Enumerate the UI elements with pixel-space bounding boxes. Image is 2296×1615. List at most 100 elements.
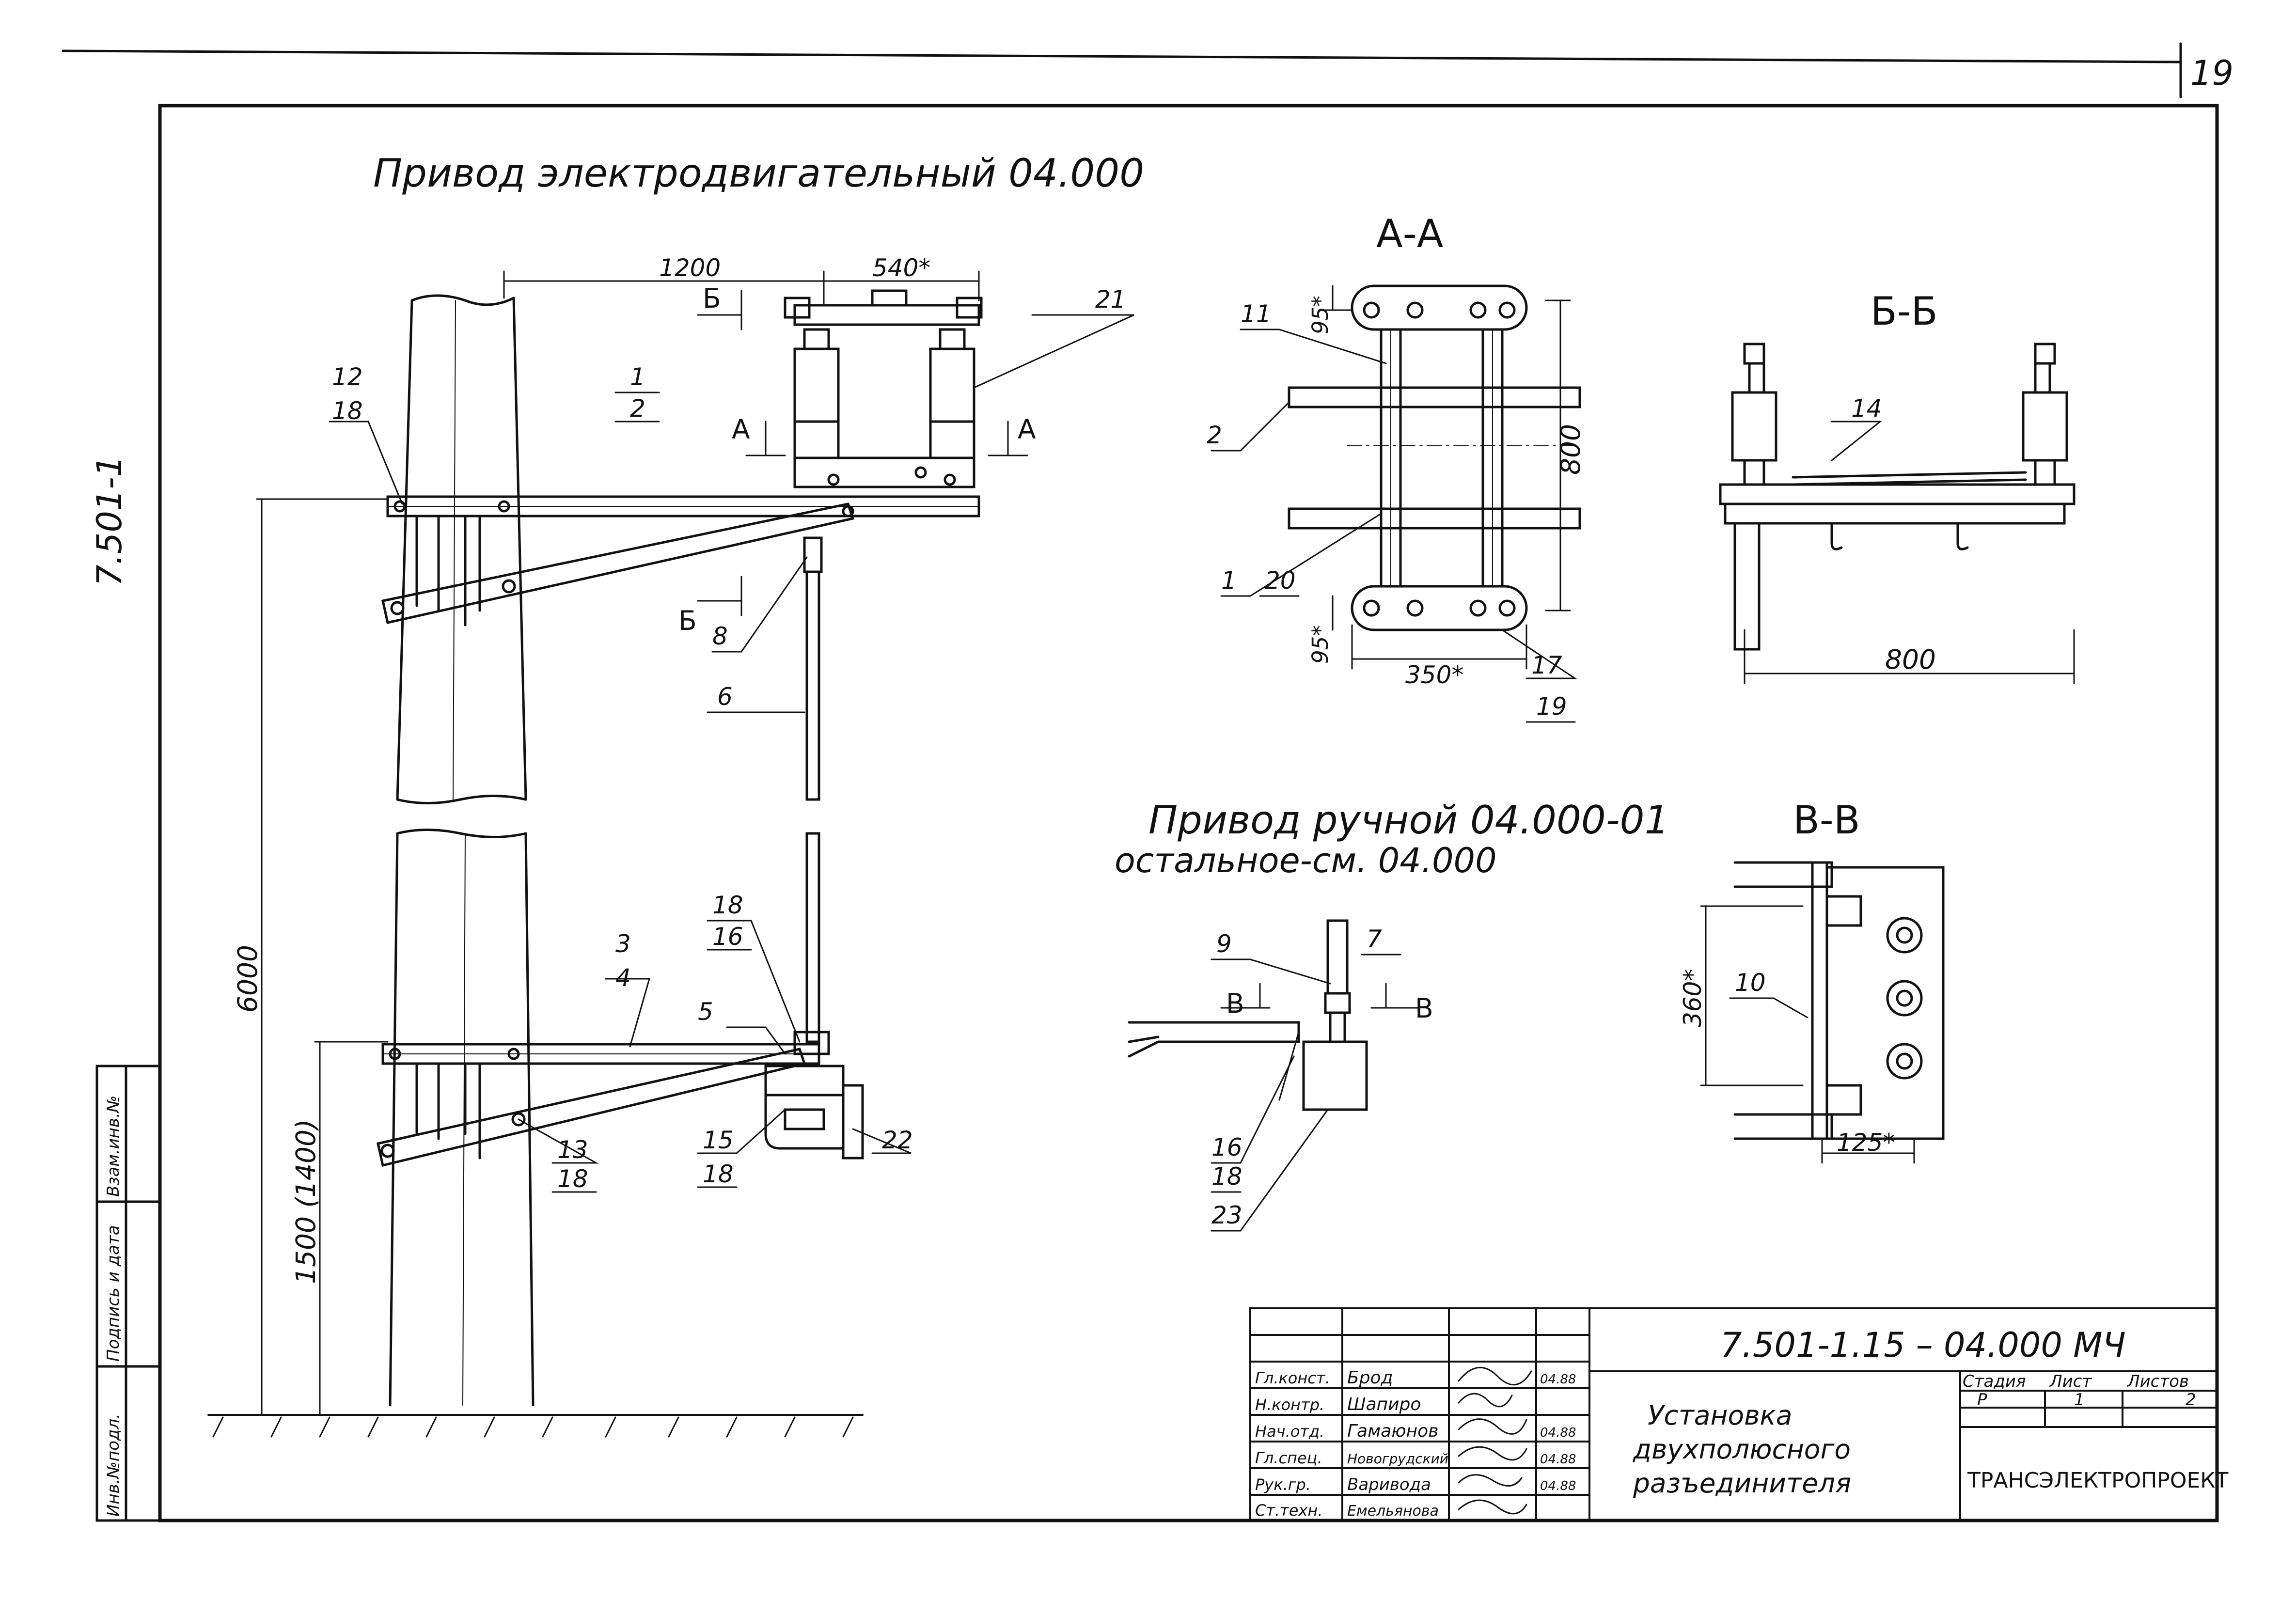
callout-22: 22 — [882, 1126, 913, 1154]
callout-21: 21 — [1095, 285, 1126, 314]
callout-manual-16: 16 — [1211, 1133, 1242, 1161]
title-block — [1249, 1307, 2218, 1521]
callout-manual-9: 9 — [1216, 930, 1232, 958]
row-name: Шапиро — [1347, 1395, 1421, 1414]
section-aa-leaders — [1211, 329, 1577, 723]
callout-manual-7: 7 — [1367, 925, 1382, 953]
motor-drive — [764, 1031, 864, 1160]
callout-aa-1: 1 — [1221, 566, 1237, 595]
signatures — [1458, 1366, 1532, 1515]
stamp-signature-date: Подпись и дата — [104, 1225, 123, 1362]
row-name: Новогрудский — [1347, 1451, 1448, 1467]
callout-18-a: 18 — [332, 397, 363, 425]
section-mark-a-right: А — [1018, 414, 1036, 445]
callout-6: 6 — [717, 683, 733, 711]
sheet-top-edge — [62, 49, 2182, 63]
drive-shaft — [803, 536, 823, 1043]
section-vv-drawing — [1700, 861, 1945, 1164]
manual-drive-title-line2: остальное-см. 04.000 — [1115, 841, 1497, 880]
title-block-sheets-value: 2 — [2186, 1390, 2196, 1410]
section-mark-a-left: А — [732, 414, 750, 445]
manual-drive-leaders — [1211, 954, 1401, 1232]
row-name: Гамаюнов — [1347, 1421, 1438, 1441]
section-vv-title: В-В — [1793, 798, 1860, 843]
row-date: 04.88 — [1540, 1479, 1576, 1493]
dim-540: 540* — [872, 254, 930, 282]
callout-12: 12 — [332, 363, 363, 391]
callout-2: 2 — [630, 394, 645, 423]
title-block-stage-value: Р — [1977, 1390, 1987, 1410]
dim-6000: 6000 — [232, 945, 263, 1013]
dim-360: 360* — [1679, 969, 1707, 1027]
dim-350: 350* — [1405, 661, 1463, 689]
section-aa-drawing — [1288, 284, 1581, 670]
row-name: Брод — [1347, 1368, 1393, 1388]
title-block-sheets-header: Листов — [2126, 1372, 2189, 1391]
side-stamp — [95, 1065, 161, 1522]
callout-8: 8 — [712, 622, 728, 650]
margin-code: 7.501-1 — [90, 455, 129, 586]
main-dimension-lines — [256, 270, 1028, 1416]
section-aa-title: А-А — [1376, 211, 1444, 256]
callout-aa-20: 20 — [1265, 566, 1296, 595]
callout-aa-2: 2 — [1207, 421, 1222, 449]
callout-aa-11: 11 — [1241, 300, 1272, 328]
section-bb-title: Б-Б — [1871, 289, 1938, 334]
callout-aa-19: 19 — [1536, 692, 1567, 721]
dim-1200: 1200 — [659, 254, 721, 282]
row-date: 04.88 — [1540, 1372, 1576, 1387]
callout-vv-10: 10 — [1735, 969, 1766, 997]
section-mark-v-right: В — [1415, 993, 1433, 1024]
disconnector-main — [784, 289, 983, 488]
row-role: Гл.спец. — [1255, 1449, 1322, 1467]
callout-18-d: 18 — [703, 1160, 734, 1188]
title-block-code: 7.501-1.15 – 04.000 МЧ — [1720, 1325, 2126, 1365]
ground-hatch — [212, 1416, 854, 1438]
row-role: Ст.техн. — [1255, 1501, 1323, 1520]
stamp-vzam-inv: Взам.инв.№ — [104, 1096, 123, 1197]
row-date: 04.88 — [1540, 1452, 1576, 1467]
callout-manual-18: 18 — [1211, 1162, 1242, 1191]
title-block-stage-header: Стадия — [1963, 1372, 2026, 1391]
callout-aa-17: 17 — [1531, 651, 1562, 679]
callout-3: 3 — [615, 930, 631, 958]
title-block-rows: Гл.конст. Брод 04.88 Н.контр. Шапиро Нач… — [1255, 1368, 1576, 1520]
dim-1500: 1500 (1400) — [290, 1119, 321, 1284]
motor-drive-title: Привод электродвигательный 04.000 — [373, 151, 1144, 196]
callout-18-c: 18 — [557, 1165, 588, 1193]
dim-800-bb: 800 — [1885, 644, 1936, 675]
row-role: Гл.конст. — [1255, 1369, 1330, 1387]
title-block-name-2: двухполюсного — [1633, 1434, 1851, 1465]
callout-manual-23: 23 — [1211, 1201, 1242, 1229]
main-leaders — [329, 314, 1134, 1193]
lower-traverse — [377, 1043, 820, 1167]
callout-16: 16 — [712, 923, 743, 951]
row-role: Рук.гр. — [1255, 1475, 1311, 1494]
dim-95-bottom: 95* — [1307, 625, 1333, 664]
manual-drive-drawing — [1128, 919, 1421, 1111]
title-block-organization: ТРАНСЭЛЕКТРОПРОЕКТ — [1967, 1468, 2229, 1493]
dim-800-aa: 800 — [1555, 424, 1586, 475]
stamp-inv-podl: Инв.№подл. — [104, 1413, 123, 1517]
row-role: Нач.отд. — [1255, 1422, 1324, 1441]
row-date: 04.88 — [1540, 1426, 1576, 1440]
title-block-name-1: Установка — [1648, 1400, 1792, 1431]
title-block-sheet-header: Лист — [2049, 1372, 2092, 1391]
callout-4: 4 — [615, 964, 631, 992]
callout-13: 13 — [557, 1136, 588, 1164]
title-block-sheet-value: 1 — [2074, 1390, 2085, 1410]
pole-main — [389, 294, 535, 1407]
row-name: Емельянова — [1347, 1503, 1439, 1520]
callout-1: 1 — [630, 363, 645, 391]
row-name: Варивода — [1347, 1475, 1431, 1494]
dim-95-top: 95* — [1307, 296, 1333, 334]
callout-18-b: 18 — [712, 891, 743, 919]
manual-drive-title-line1: Привод ручной 04.000-01 — [1148, 798, 1669, 843]
callout-bb-14: 14 — [1851, 394, 1882, 423]
row-role: Н.контр. — [1255, 1395, 1324, 1414]
section-mark-b-bottom: Б — [678, 605, 697, 636]
callout-5: 5 — [698, 998, 713, 1026]
drawing-frame — [158, 104, 2219, 1522]
